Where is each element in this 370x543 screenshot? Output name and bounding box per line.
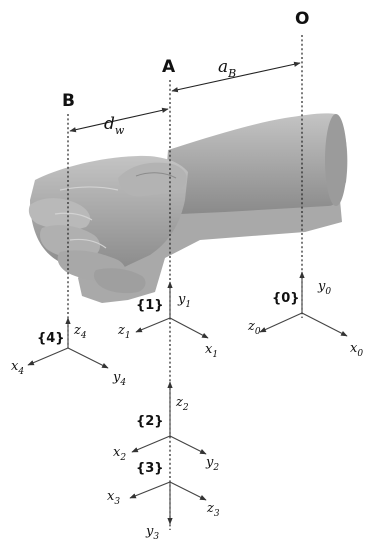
frame-2-axis-up: z2 — [175, 395, 189, 413]
dimension-d-w: dw — [69, 107, 169, 137]
frame-3-axis-left: x3 — [107, 489, 120, 507]
frame-2-label: {2} — [136, 414, 164, 429]
frame-4-axis-right: y4 — [112, 370, 126, 388]
frame-3-label: {3} — [136, 461, 164, 476]
frame-4-axis-left: x4 — [11, 359, 24, 377]
knuckle-lines — [54, 186, 119, 249]
hand-model — [28, 113, 348, 303]
forearm-end — [325, 114, 347, 206]
point-label-a: A — [162, 57, 176, 77]
dimension-a-b: aB — [171, 57, 301, 93]
frame-1-axis-up: y1 — [177, 292, 191, 310]
coordinate-frame-0: {0} y0 z0 x0 — [247, 271, 363, 359]
frame-3-axis-right: z3 — [206, 501, 220, 519]
frame-1-axis-left: z1 — [117, 323, 131, 341]
frame-1-label: {1} — [136, 298, 164, 313]
finger-middle — [40, 225, 100, 259]
frame-0-axis-left: z0 — [247, 319, 261, 337]
forearm — [165, 113, 348, 214]
frame-0-axis-right: x0 — [350, 341, 363, 359]
frame-1-axis-right: x1 — [205, 342, 218, 360]
coordinate-frame-2: {2} z2 x2 y2 — [113, 381, 219, 473]
frame-0-axis-up: y0 — [317, 279, 331, 297]
frame-4-label: {4} — [37, 331, 65, 346]
coordinate-frame-4: {4} z4 x4 y4 — [11, 317, 126, 388]
frame-0-label: {0} — [272, 291, 300, 306]
dimension-label-d-w: dw — [104, 114, 125, 137]
point-label-origin: O — [295, 9, 309, 29]
coordinate-frame-1: {1} y1 z1 x1 — [117, 281, 218, 360]
frame-2-axis-left: x2 — [113, 445, 126, 463]
finger-little — [93, 268, 146, 294]
dimension-label-a-b: aB — [218, 57, 236, 80]
point-label-b: B — [62, 91, 75, 111]
frame-4-axis-up: z4 — [73, 323, 87, 341]
thumb — [118, 162, 187, 197]
frame-2-axis-right: y2 — [205, 455, 219, 473]
frame-3-axis-down: y3 — [145, 524, 159, 542]
thumb-crease — [135, 172, 177, 179]
coordinate-frame-3: {3} y3 x3 z3 — [107, 461, 220, 542]
